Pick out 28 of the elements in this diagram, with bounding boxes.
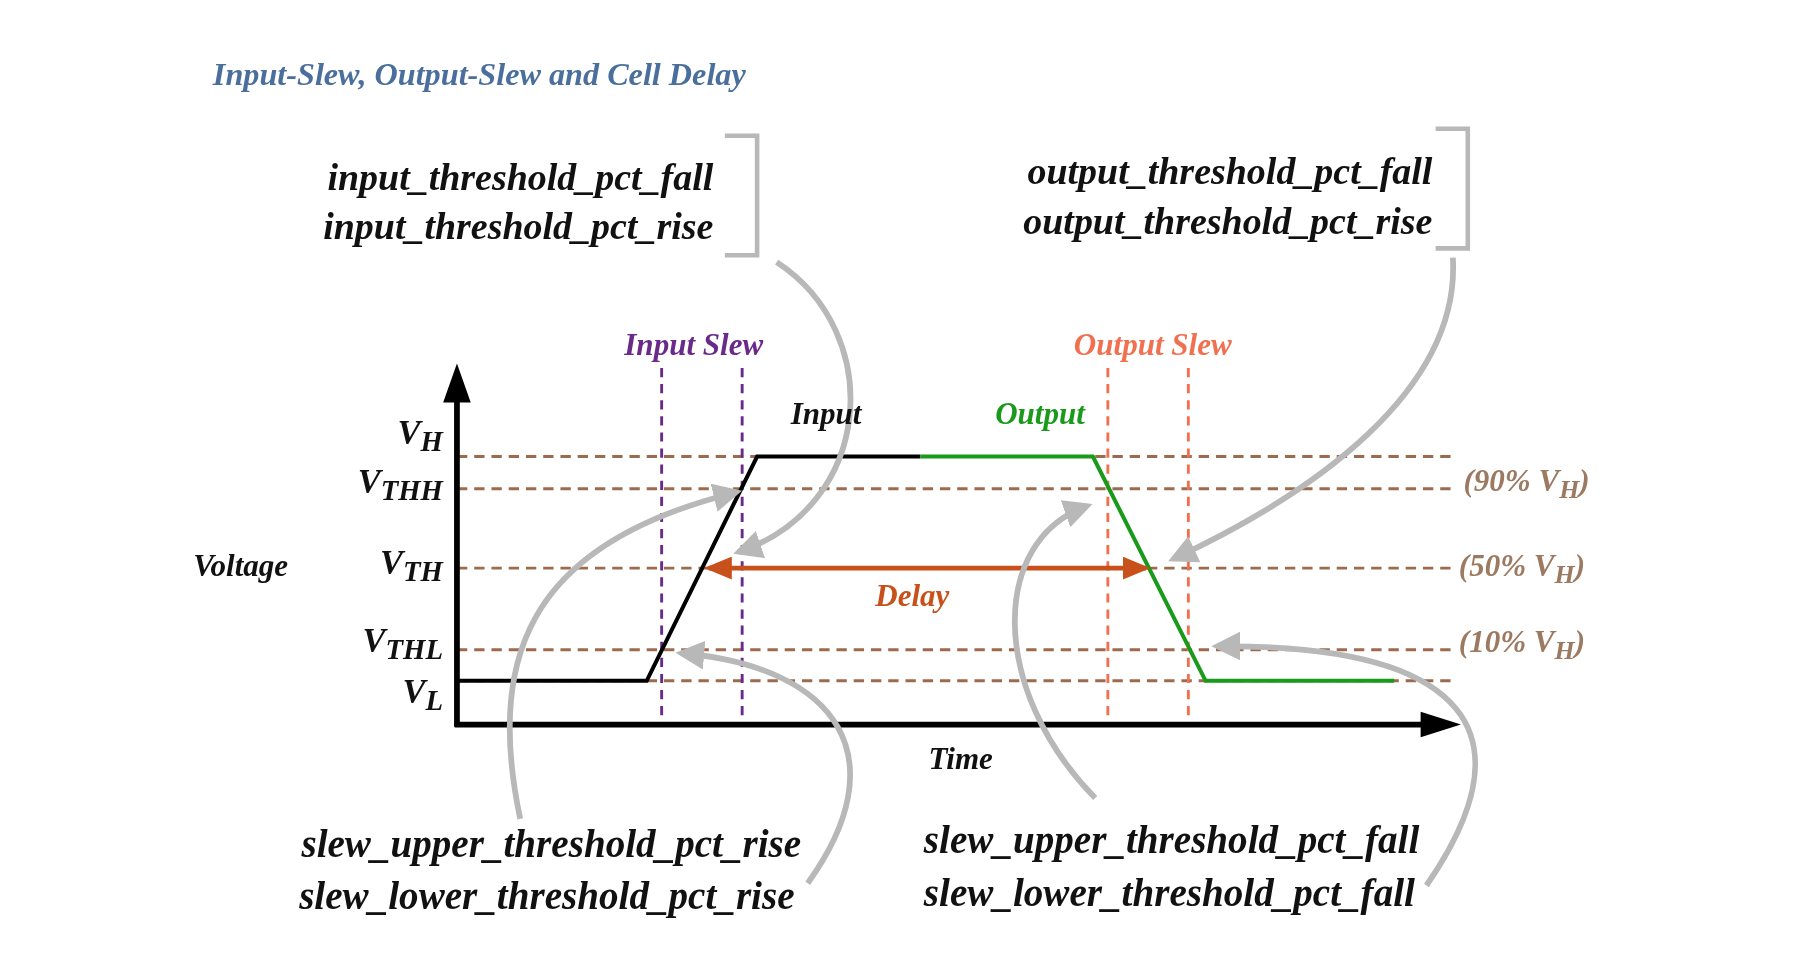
axis-label: Time bbox=[928, 743, 993, 775]
diagram-title: Input-Slew, Output-Slew and Cell Delay bbox=[212, 57, 746, 90]
axis-label: Voltage bbox=[193, 549, 289, 581]
waveform-label: Input bbox=[790, 398, 862, 430]
voltage-level-label: V$_{THH}$ bbox=[357, 462, 443, 505]
voltage-level-label: V$_{THL}$ bbox=[362, 622, 443, 665]
percentage-label: (90% V$_{H}$) bbox=[1463, 464, 1590, 503]
parameter-name: slew_lower_threshold_pct_fall bbox=[923, 873, 1415, 913]
slew-label: Input Slew bbox=[624, 329, 764, 361]
voltage-level-label: V$_{H}$ bbox=[397, 414, 443, 456]
parameter-name: output_threshold_pct_fall bbox=[1026, 149, 1433, 195]
parameter-name: slew_upper_threshold_pct_fall bbox=[923, 820, 1420, 860]
percentage-label: (50% V$_{H}$) bbox=[1458, 549, 1586, 589]
leader-arrow bbox=[1211, 632, 1478, 887]
parameter-name: input_threshold_pct_rise bbox=[323, 204, 714, 250]
percentage-label: (10% V$_{H}$) bbox=[1458, 625, 1586, 664]
parameter-name: output_threshold_pct_rise bbox=[1023, 198, 1433, 244]
leader-arrow bbox=[675, 642, 853, 885]
voltage-level-label: V$_{TH}$ bbox=[380, 544, 443, 586]
leader-arrow bbox=[733, 259, 853, 556]
waveform-label: Output bbox=[995, 398, 1085, 430]
leader-arrow bbox=[1011, 503, 1098, 800]
delay-label: Delay bbox=[875, 579, 950, 611]
leader-arrow bbox=[1168, 257, 1456, 562]
slew-label: Output Slew bbox=[1073, 329, 1232, 361]
voltage-level-label: V$_{L}$ bbox=[402, 673, 443, 715]
leader-arrow bbox=[507, 484, 742, 820]
parameter-name: input_threshold_pct_fall bbox=[326, 155, 714, 200]
